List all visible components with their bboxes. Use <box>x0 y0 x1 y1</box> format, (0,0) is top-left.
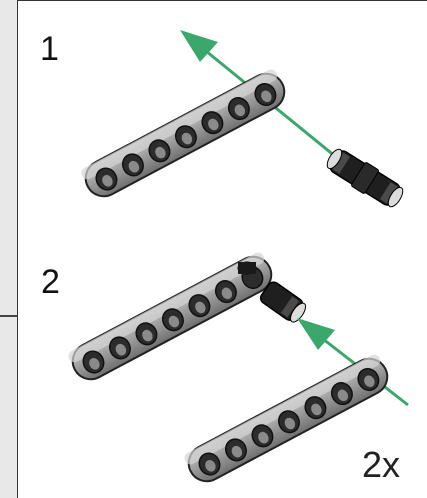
step1-pin <box>326 148 404 208</box>
step-2-number: 2 <box>41 263 60 301</box>
step2-pin-top <box>237 261 257 275</box>
page-divider-line <box>0 315 17 317</box>
step-2-quantity-label: 2x <box>362 444 401 485</box>
step-1-number: 1 <box>40 30 59 68</box>
step2-lower-beam <box>184 354 389 483</box>
step2-pin-inserted <box>259 281 307 323</box>
step1-beam <box>81 69 286 198</box>
instruction-panel <box>17 0 427 498</box>
